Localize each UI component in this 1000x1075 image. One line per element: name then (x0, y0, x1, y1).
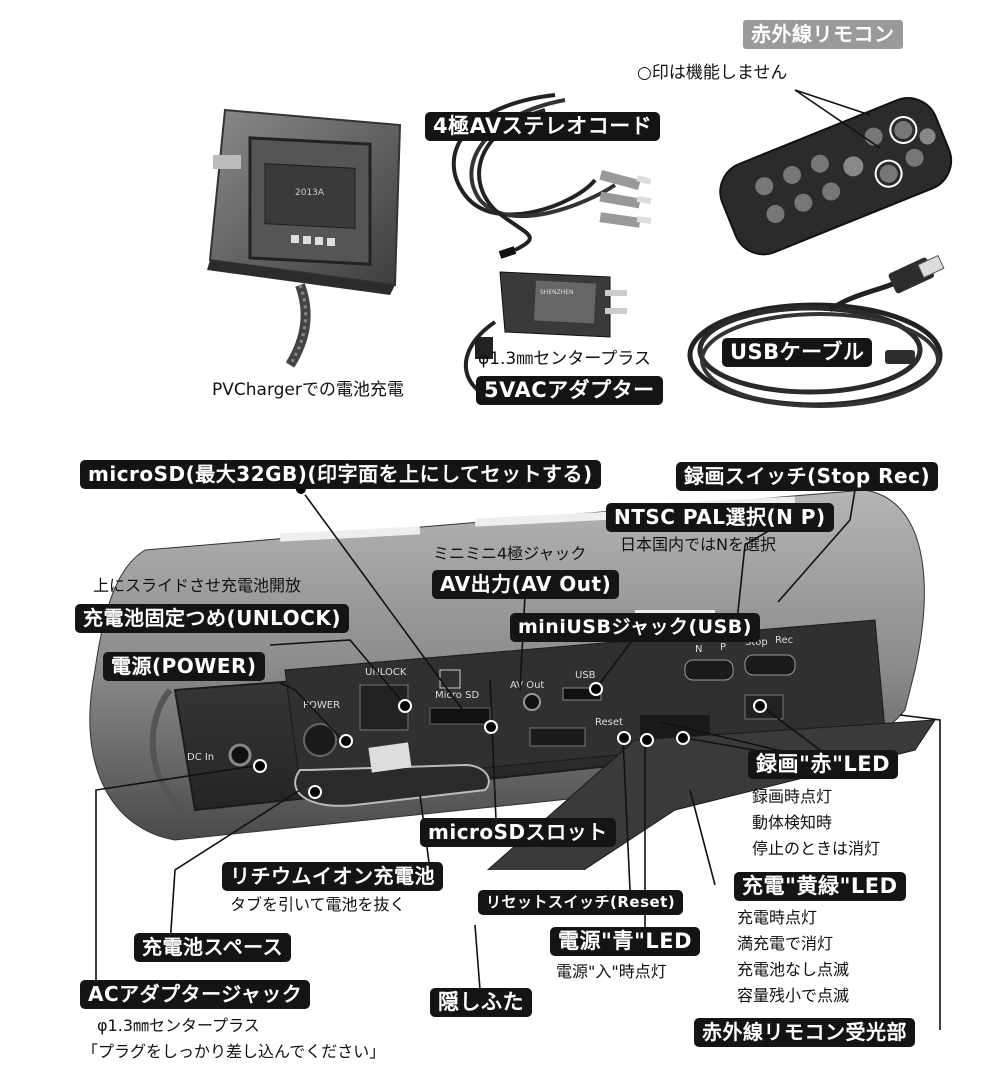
microsd-label: microSD(最大32GB)(印字面を上にしてセットする) (80, 460, 601, 489)
charge-led-label: 充電"黄緑"LED (734, 872, 906, 901)
marker-battery-space (308, 785, 322, 799)
rec-led-note-2: 動体検知時 (752, 813, 833, 832)
unlock-label: 充電池固定つめ(UNLOCK) (75, 604, 349, 633)
charger-model-text: 2013A (295, 188, 325, 198)
charge-led-note-2: 満充電で消灯 (737, 934, 834, 953)
remote-note: ○印は機能しません (637, 63, 788, 83)
ac-adapter-image: SHENZHEN (463, 271, 627, 404)
lid-label: 隠しふた (430, 988, 532, 1017)
sd-slot-label: microSDスロット (420, 818, 616, 847)
power-led-note: 電源"入"時点灯 (556, 962, 667, 981)
ir-receiver-label: 赤外線リモコン受光部 (694, 1018, 915, 1047)
adapter-spec: φ1.3㎜センタープラス (478, 349, 651, 369)
rec-switch-label: 録画スイッチ(Stop Rec) (676, 462, 939, 491)
slide-note: 上にスライドさせ充電池開放 (93, 576, 302, 595)
remote-title-label: 赤外線リモコン (743, 20, 903, 49)
ntsc-pal-note: 日本国内ではNを選択 (620, 535, 776, 554)
marker-unlock (398, 699, 412, 713)
marker-dc-in (253, 759, 267, 773)
device-usb-text: USB (575, 670, 596, 681)
ac-jack-note-2: 「プラグをしっかり差し込んでください」 (82, 1042, 386, 1061)
charger-caption: PVChargerでの電池充電 (212, 380, 404, 400)
device-reset-text: Reset (595, 717, 623, 728)
device-p-text: P (720, 642, 726, 653)
battery-note: タブを引いて電池を抜く (230, 895, 406, 914)
device-avout-text: AV Out (510, 680, 544, 691)
ac-jack-label: ACアダプタージャック (80, 980, 311, 1009)
device-stop-text: Stop (745, 637, 768, 648)
rec-led-label: 録画"赤"LED (748, 750, 899, 779)
device-n-text: N (695, 644, 702, 655)
marker-sd-slot (484, 720, 498, 734)
marker-charge-led (676, 731, 690, 745)
adapter-label: 5VACアダプター (476, 376, 663, 405)
device-microsd-text: Micro SD (435, 690, 479, 701)
charge-led-note-4: 容量残小で点滅 (737, 986, 850, 1005)
usb-cable-label: USBケーブル (722, 338, 873, 367)
mini-usb-label: miniUSBジャック(USB) (510, 613, 760, 642)
device-unlock-text: UNLOCK (365, 667, 407, 678)
rec-led-note-1: 録画時点灯 (752, 787, 833, 806)
marker-usb (589, 682, 603, 696)
ntsc-pal-label: NTSC PAL選択(N P) (606, 503, 834, 532)
rec-led-note-3: 停止のときは消灯 (752, 839, 881, 858)
device-dc-in: DC In (187, 752, 214, 763)
battery-label: リチウムイオン充電池 (222, 862, 443, 891)
cord-label: 4極AVステレオコード (425, 112, 661, 141)
marker-reset (617, 731, 631, 745)
marker-rec-led (753, 699, 767, 713)
battery-space-label: 充電池スペース (134, 933, 292, 962)
charge-led-note-3: 充電池なし点滅 (737, 960, 850, 979)
ac-jack-note-1: φ1.3㎜センタープラス (97, 1016, 260, 1035)
power-label: 電源(POWER) (103, 652, 265, 681)
av-out-label: AV出力(AV Out) (432, 570, 620, 599)
usb-cable-image (687, 255, 945, 408)
device-power-text: POWER (303, 700, 340, 711)
charge-led-note-1: 充電時点灯 (737, 908, 818, 927)
marker-power (339, 734, 353, 748)
reset-label: リセットスイッチ(Reset) (478, 890, 684, 915)
power-led-label: 電源"青"LED (550, 927, 701, 956)
remote-image (719, 97, 953, 256)
jack-note: ミニミニ4極ジャック (433, 544, 587, 563)
marker-power-led (640, 733, 654, 747)
pv-charger-image: 2013A (207, 108, 402, 368)
device-rec-text: Rec (775, 635, 793, 646)
adapter-brand-text: SHENZHEN (540, 289, 574, 296)
